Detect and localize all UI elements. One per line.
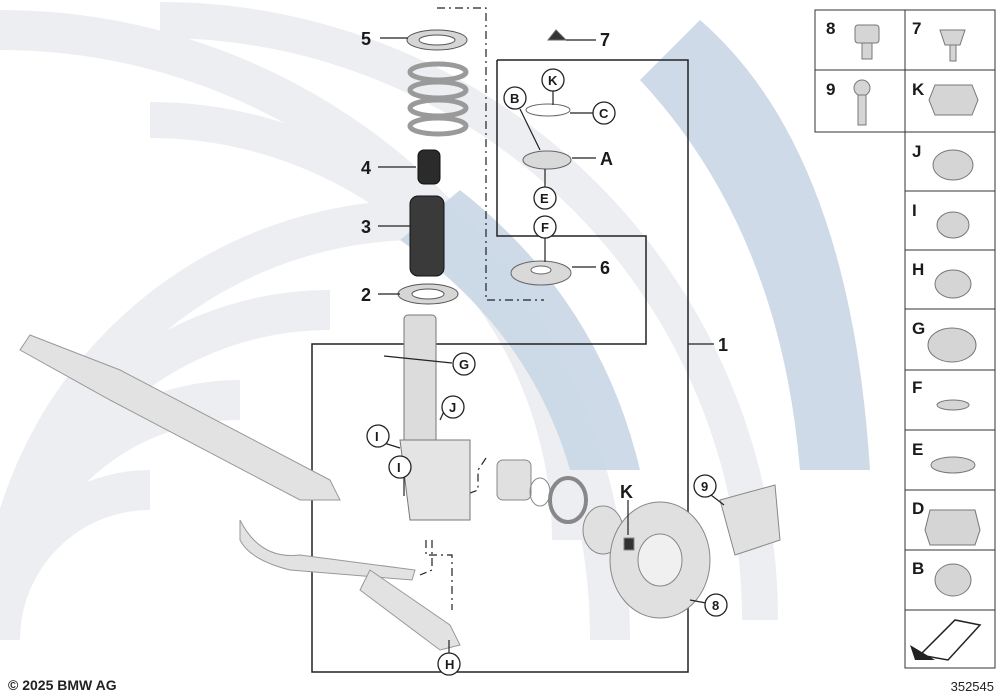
callout-5: 5 — [361, 29, 371, 49]
steering-rack — [19, 334, 461, 651]
parts-table — [814, 9, 996, 669]
callout-c: C — [599, 106, 609, 121]
callout-g: G — [459, 357, 469, 372]
callout-i-upper: I — [375, 429, 379, 444]
callout-e: E — [540, 191, 549, 206]
table-label-i: I — [912, 201, 917, 220]
table-label-9: 9 — [826, 80, 835, 99]
callout-4: 4 — [361, 158, 371, 178]
callout-j: J — [449, 400, 456, 415]
table-label-f: F — [912, 378, 922, 397]
leader-dashes — [419, 7, 544, 610]
table-label-g: G — [912, 319, 925, 338]
strut-body — [399, 314, 471, 521]
callout-3: 3 — [361, 217, 371, 237]
callout-7: 7 — [600, 30, 610, 50]
callout-i-lower: I — [397, 460, 401, 475]
callout-a: A — [600, 149, 613, 169]
callout-k: K — [548, 73, 558, 88]
callout-h: H — [445, 657, 454, 672]
callout-1: 1 — [718, 335, 728, 355]
table-label-b: B — [912, 559, 924, 578]
callout-9: 9 — [701, 479, 708, 494]
callout-6: 6 — [600, 258, 610, 278]
table-label-d: D — [912, 499, 924, 518]
circled-callouts — [366, 68, 728, 676]
background-wedge — [400, 20, 870, 470]
direction-arrow-icon — [910, 619, 982, 661]
top-mount-parts — [510, 29, 572, 286]
callout-8: 8 — [712, 598, 719, 613]
wheel-bearing-parts — [496, 459, 781, 619]
table-label-e: E — [912, 440, 923, 459]
diagram-number: 352545 — [950, 679, 994, 694]
coil-spring — [407, 61, 469, 137]
spring-plate-2 — [397, 283, 459, 305]
dust-boot-3 — [409, 195, 445, 277]
callout-k-plain: K — [620, 482, 633, 502]
table-label-8: 8 — [826, 19, 835, 38]
callout-b: B — [510, 91, 519, 106]
table-label-7: 7 — [912, 19, 921, 38]
leader-lines — [378, 37, 725, 653]
copyright-notice: © 2025 BMW AG — [8, 677, 117, 693]
table-label-k: K — [912, 80, 925, 99]
callout-f: F — [541, 220, 549, 235]
table-label-j: J — [912, 142, 921, 161]
spring-plate-5 — [406, 29, 468, 51]
callout-2: 2 — [361, 285, 371, 305]
table-label-h: H — [912, 260, 924, 279]
table-part-images — [853, 24, 981, 597]
bump-stop-4 — [417, 149, 441, 185]
